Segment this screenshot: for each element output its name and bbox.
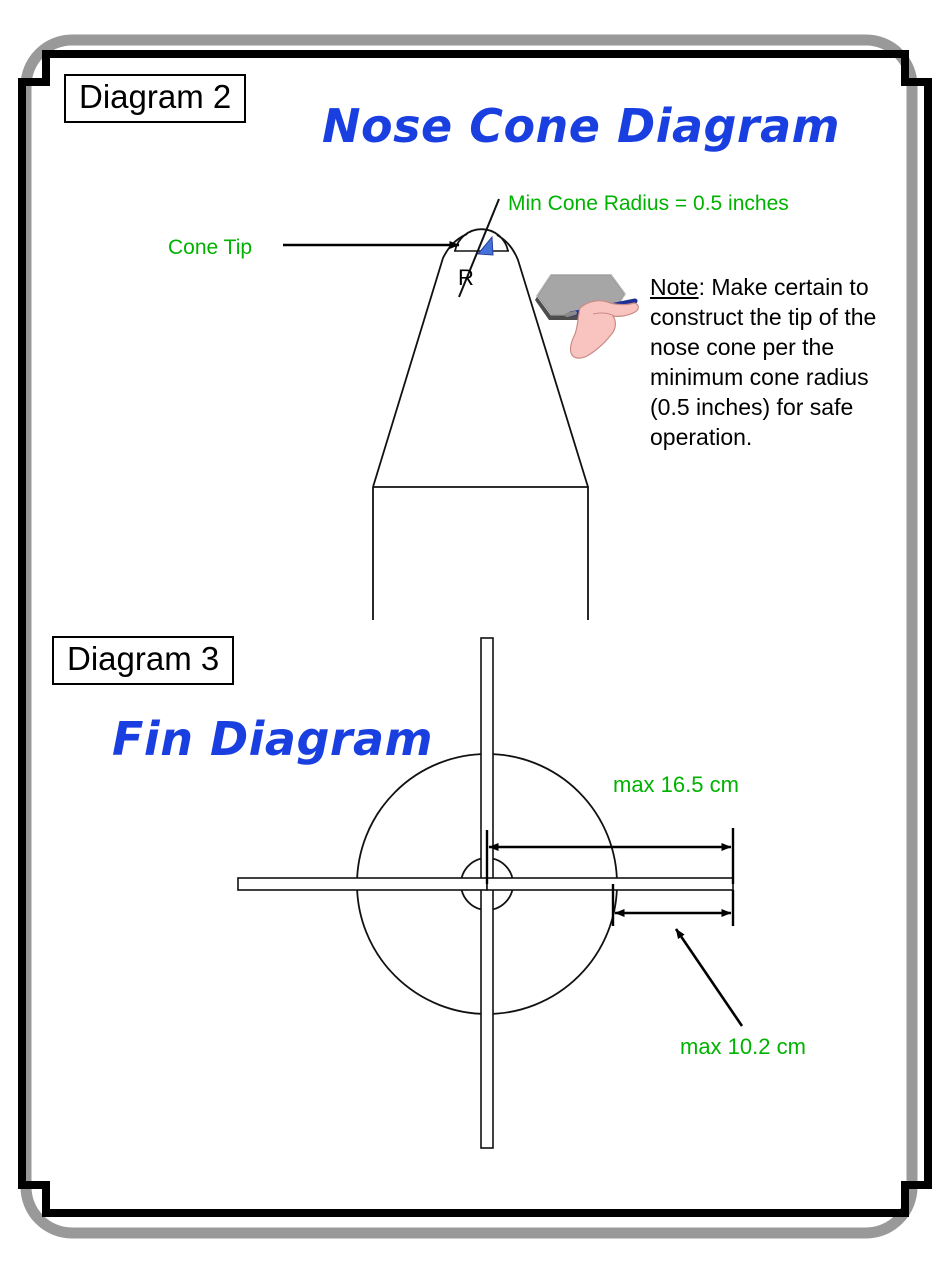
diagram-2-tag: Diagram 2: [64, 74, 247, 123]
fin-diagram-title: Fin Diagram: [112, 712, 434, 766]
nose-cone-title: Nose Cone Diagram: [322, 99, 841, 153]
max-fin-length-label: max 10.2 cm: [680, 1034, 806, 1059]
note-lead-word: Note: [650, 274, 699, 300]
note-body-text: : Make certain to construct the tip of t…: [650, 274, 877, 450]
max-span-label: max 16.5 cm: [613, 772, 739, 797]
frame-black-notched: [18, 50, 932, 1217]
construction-note: Note: Make certain to construct the tip …: [650, 272, 912, 452]
diagram-3-tag: Diagram 3: [52, 636, 235, 685]
min-cone-radius-label: Min Cone Radius = 0.5 inches: [508, 192, 789, 215]
radius-letter-label: R: [458, 265, 474, 290]
cone-tip-label: Cone Tip: [168, 236, 253, 259]
